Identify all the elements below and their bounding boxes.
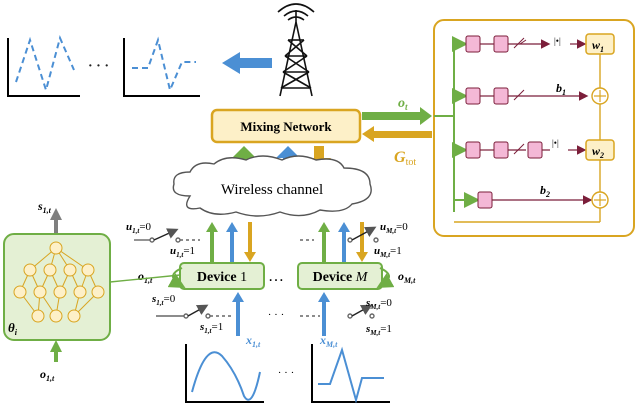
output-plot-1	[7, 34, 80, 97]
agent-up-gray-arrow	[50, 208, 62, 234]
device-m-s-on-label: sM,t=0	[365, 297, 392, 311]
device-m-x-arrow	[318, 292, 330, 336]
device-1-u-on-label: u1,t=0	[126, 221, 152, 235]
mixer-row-2: b1	[465, 81, 609, 105]
agent-o-in-label: o1,t	[40, 367, 55, 383]
device-1-s-off-label: s1,t=1	[199, 321, 223, 335]
device-1-x-arrow	[232, 292, 244, 336]
agent-device-connector	[109, 274, 181, 283]
device-1-u-off-label: u1,t=1	[170, 245, 195, 259]
device-m-x-label: xM,t	[319, 333, 338, 349]
output-plot-2	[123, 36, 200, 97]
device-1-x-label: x1,t	[245, 333, 261, 349]
device-1-u-switch	[134, 228, 200, 243]
o-t-arrow	[362, 107, 432, 125]
mixing-network-box	[210, 108, 362, 144]
device-m-up-blue-arrow	[338, 222, 350, 262]
device-m-o-label: oM,t	[398, 269, 416, 285]
device-m-s-off-label: sM,t=1	[365, 323, 392, 337]
device-1-s-switch	[156, 304, 232, 319]
input-plot-dots: · · ·	[278, 367, 295, 379]
device-ellipsis: …	[268, 268, 284, 285]
input-plot-2	[311, 344, 390, 404]
wireless-channel-label: Wireless channel	[221, 182, 323, 198]
device-1-label: Device 1	[197, 270, 247, 285]
device-1-down-gold-arrow	[244, 222, 256, 262]
wireless-cloud	[172, 155, 372, 217]
mixer-row-4: b2	[477, 183, 609, 209]
agent-neural-net-icon	[13, 241, 105, 323]
device-m-down-gold-arrow	[356, 222, 368, 262]
device-1-loop-arrow	[167, 267, 186, 288]
output-left-arrow	[222, 52, 272, 74]
agent-s-out-label: s1,t	[37, 199, 52, 215]
antenna-tower-icon	[277, 3, 315, 97]
device-m-s-switch	[300, 304, 375, 319]
output-plot-dots: · · ·	[88, 59, 109, 74]
device-m-up-green-arrow	[318, 222, 330, 262]
input-plot-1	[185, 344, 264, 403]
svg-text:w2: w2	[592, 144, 604, 160]
device-m-u-switch	[300, 226, 379, 243]
mixer-abs-1: |•|	[554, 36, 561, 46]
device-m-u-on-label: uM,t=0	[380, 221, 408, 235]
svg-text:w1: w1	[592, 38, 604, 54]
device-1-o-label: o1,t	[138, 269, 153, 285]
mixer-b2-label: b2	[540, 183, 550, 199]
device-m-loop-arrow	[376, 267, 395, 288]
mixer-row-3: |•| w2	[465, 138, 615, 161]
mixer-row-1: |•| w1	[465, 33, 615, 55]
agent-theta-label: θi	[8, 320, 18, 337]
mixer-detail-panel	[433, 19, 635, 237]
mixer-b1-label: b1	[556, 81, 566, 97]
device-1-up-green-arrow	[206, 222, 218, 262]
mixer-abs-2: |•|	[552, 138, 559, 148]
g-tot-arrow	[362, 126, 432, 142]
device-1-up-blue-arrow	[226, 222, 238, 262]
cloud-uplink-green-arrow	[232, 146, 256, 170]
s-switch-dots: · · ·	[268, 309, 285, 321]
device-m-u-off-label: uM,t=1	[374, 245, 402, 259]
o-t-label: ot	[398, 96, 408, 112]
mixing-network-label: Mixing Network	[240, 119, 332, 134]
agent-input-green-arrow	[50, 340, 62, 362]
device-m-label: Device M	[313, 270, 369, 285]
g-tot-label: Gtot	[394, 149, 416, 168]
device-1-s-on-label: s1,t=0	[151, 293, 176, 307]
